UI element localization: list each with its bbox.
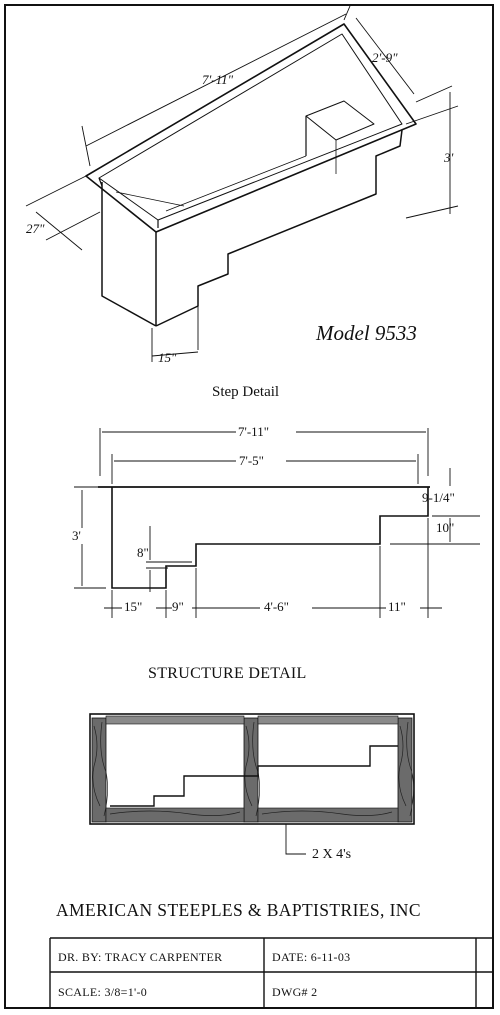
iso-inner-width-label: 27" [26,221,45,236]
structure-detail-drawing [89,713,415,855]
step-upper-rise: 10" [436,520,454,535]
title-block [49,937,492,1007]
company-name: AMERICAN STEEPLES & BAPTISTRIES, INC [56,900,421,920]
drawing-canvas: 7'-11" 2'-9" 3' 27" 15" Model 9533 Step … [25,5,492,1007]
drawing-date: DATE: 6-11-03 [272,950,350,964]
bottom-dim-4: 11" [388,599,406,614]
iso-width-label: 2'-9" [372,50,398,65]
step-top-offset: 9-1/4" [422,490,455,505]
drawing-sheet: 7'-11" 2'-9" 3' 27" 15" Model 9533 Step … [4,4,494,1009]
iso-length-label: 7'-11" [202,72,234,87]
lumber-callout: 2 X 4's [312,847,351,862]
structure-detail-title: STRUCTURE DETAIL [148,665,307,682]
model-label: Model 9533 [315,321,417,345]
drawing-scale: SCALE: 3/8=1'-0 [58,985,147,999]
step-detail-title: Step Detail [212,384,279,400]
step-overall-length: 7'-11" [238,424,269,439]
iso-height-label: 3' [443,150,454,165]
drawing-number: DWG# 2 [272,985,317,999]
drawn-by: DR. BY: TRACY CARPENTER [58,950,223,964]
bottom-dim-2: 9" [172,599,184,614]
step-lower-rise: 8" [137,545,149,560]
isometric-view [25,5,459,362]
bottom-dim-3: 4'-6" [264,599,289,614]
step-inner-length: 7'-5" [239,453,264,468]
iso-step-width-label: 15" [158,350,177,365]
step-height: 3' [72,528,81,543]
bottom-dim-1: 15" [124,599,142,614]
